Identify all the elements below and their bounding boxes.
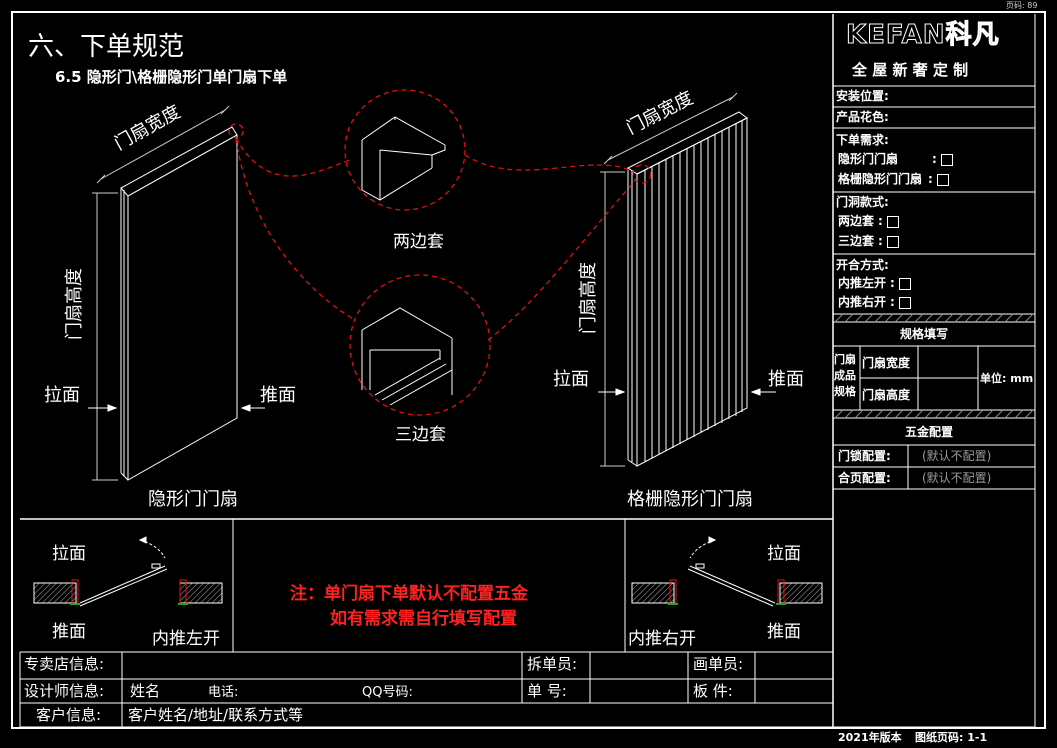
designer-info-label: 设计师信息: (24, 682, 105, 700)
opt-two-side[interactable]: 两边套: (838, 215, 899, 228)
board-label: 板 件: (693, 682, 733, 700)
detail-callouts (228, 89, 652, 416)
store-info-label: 专卖店信息: (24, 655, 105, 673)
outer-border (11, 11, 1046, 729)
open-mode-label: 开合方式: (836, 258, 889, 272)
opt-push-right[interactable]: 内推右开: (838, 296, 911, 309)
left-push-label: 推面 (260, 385, 296, 406)
note-line-1: 注：单门扇下单默认不配置五金 (290, 584, 528, 604)
drawer-label: 画单员: (693, 655, 744, 673)
brand-tagline: 全 屋 新 奢 定 制 (852, 61, 969, 79)
opt-two-label: 两边套 (838, 214, 875, 228)
spec-width-label: 门扇宽度 (862, 356, 911, 370)
opt-left-checkbox[interactable] (898, 277, 911, 290)
version-label: 2021年版本 (838, 731, 902, 744)
hinge-config-value[interactable]: (默认不配置) (922, 471, 992, 485)
section-title: 六、下单规范 (28, 32, 185, 62)
grille-door-drawing (598, 92, 776, 467)
right-door-caption: 格栅隐形门门扇 (627, 489, 753, 510)
install-position-label: 安装位置: (836, 89, 889, 103)
cover-style-label: 门洞款式: (836, 195, 889, 209)
order-need-label: 下单需求: (836, 133, 889, 147)
opt-right-checkbox[interactable] (898, 296, 911, 309)
opt-grille-label: 格栅隐形门门扇 (838, 172, 923, 186)
spec-title: 规格填写 (900, 327, 949, 341)
opt-push-left[interactable]: 内推左开: (838, 277, 911, 290)
subsection-title: 6.5 隐形门\格栅隐形门单门扇下单 (55, 68, 288, 86)
designer-phone-label: 电话: (208, 685, 239, 700)
three-side-label: 三边套 (395, 425, 446, 445)
left-height-label: 门扇高度 (64, 268, 85, 340)
three-side-detail (361, 307, 453, 406)
opt-hidden-label: 隐形门门扇 (838, 152, 899, 166)
spec-side-label: 门扇成品规格 (834, 353, 856, 398)
right-height-label: 门扇高度 (578, 262, 599, 334)
opt-three-checkbox[interactable] (886, 235, 899, 248)
right-swing-diagram (631, 536, 823, 607)
designer-name-label: 姓名 (130, 682, 161, 700)
footer-grid (19, 651, 1035, 728)
panel-grid (833, 14, 1036, 727)
right-pull-label: 拉面 (553, 369, 589, 390)
opt-grille-checkbox[interactable] (936, 173, 949, 186)
designer-qq-label: QQ号码: (362, 685, 413, 700)
right-push-label: 推面 (768, 369, 804, 390)
opt-hidden-door[interactable]: 隐形门门扇: (838, 153, 953, 166)
br-pull-label: 拉面 (767, 544, 801, 564)
opt-two-checkbox[interactable] (886, 215, 899, 228)
page-number: 页码: 89 (1006, 1, 1038, 10)
hinge-config-label: 合页配置: (838, 471, 891, 485)
lock-config-label: 门锁配置: (838, 449, 891, 463)
hidden-door-drawing (88, 105, 265, 481)
br-push-label: 推面 (767, 622, 801, 642)
opt-grille-door[interactable]: 格栅隐形门门扇: (838, 173, 949, 186)
opt-three-label: 三边套 (838, 234, 875, 248)
note-line-2: 如有需求需自行填写配置 (330, 609, 517, 629)
spec-height-label: 门扇高度 (862, 388, 911, 402)
bl-type-label: 内推左开 (152, 629, 220, 649)
brand-logo: KEFAN科凡 (846, 20, 1000, 50)
opt-hidden-checkbox[interactable] (940, 153, 953, 166)
customer-info-label: 客户信息: (36, 706, 102, 724)
two-side-label: 两边套 (393, 232, 444, 252)
splitter-label: 拆单员: (527, 655, 578, 673)
customer-fields: 客户姓名/地址/联系方式等 (128, 706, 304, 724)
product-color-label: 产品花色: (836, 110, 889, 124)
bl-pull-label: 拉面 (52, 544, 86, 564)
opt-three-side[interactable]: 三边套: (838, 235, 899, 248)
opt-right-label: 内推右开 (838, 295, 887, 309)
hardware-title: 五金配置 (905, 425, 954, 439)
lock-config-value[interactable]: (默认不配置) (922, 449, 992, 463)
hatch-band (834, 313, 1034, 419)
left-door-caption: 隐形门门扇 (148, 489, 238, 510)
left-swing-diagram (33, 536, 223, 607)
br-type-label: 内推右开 (628, 629, 696, 649)
two-side-detail (361, 116, 446, 201)
sheet-number: 图纸页码: 1-1 (915, 731, 988, 744)
left-pull-label: 拉面 (44, 385, 80, 406)
order-no-label: 单 号: (527, 682, 567, 700)
unit-label: 单位: mm (980, 372, 1034, 385)
opt-left-label: 内推左开 (838, 276, 887, 290)
bl-push-label: 推面 (52, 622, 86, 642)
